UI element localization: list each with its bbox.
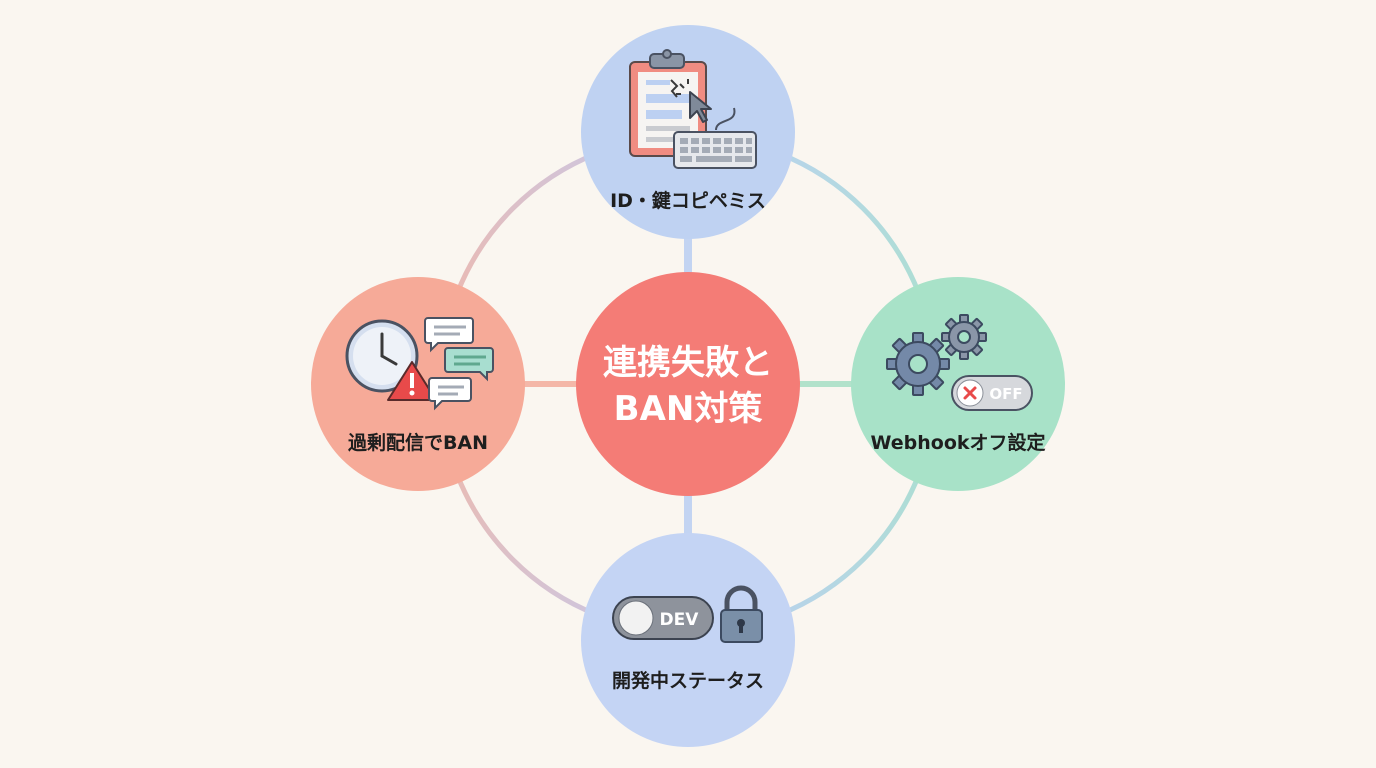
clock-icon	[345, 319, 419, 393]
keyboard-icon	[673, 131, 757, 169]
dev-toggle-icon: DEV	[612, 596, 714, 640]
clipboard-icon	[629, 49, 707, 157]
warning-icon	[387, 361, 437, 401]
node-left-label: 過剰配信でBAN	[347, 432, 489, 454]
lock-icon	[720, 585, 763, 643]
gear-large-icon	[886, 332, 950, 396]
center-title: 連携失敗と BAN対策	[603, 340, 773, 432]
center-circle	[576, 272, 800, 496]
cursor-icon	[676, 79, 736, 131]
dev-toggle-text: DEV	[660, 610, 700, 630]
center-title-line2: BAN対策	[613, 389, 763, 429]
node-top-label: ID・鍵コピペミス	[610, 190, 766, 212]
chat-bubbles-icon	[424, 317, 494, 411]
node-right-label: Webhookオフ設定	[870, 432, 1046, 454]
center-title-line1: 連携失敗と	[603, 343, 773, 383]
gear-small-icon	[941, 314, 987, 360]
off-toggle-icon: OFF	[951, 375, 1033, 411]
off-toggle-text: OFF	[989, 385, 1022, 403]
node-bottom-label: 開発中ステータス	[611, 670, 765, 692]
